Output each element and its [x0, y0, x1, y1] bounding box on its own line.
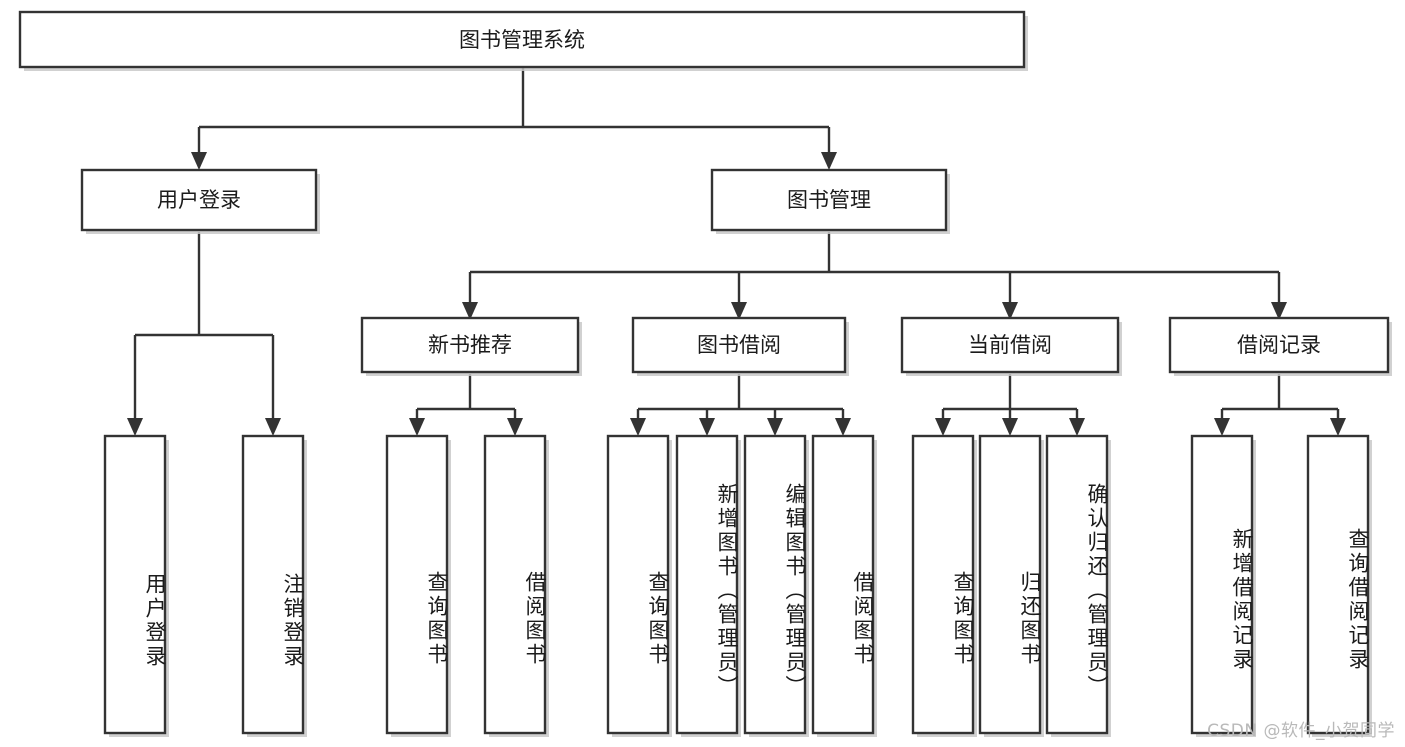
leaf-borrow-4-box[interactable] — [811, 434, 875, 735]
arrow-current-leaf-2 — [1002, 418, 1018, 436]
arrow-borrow-leaf-4 — [835, 418, 851, 436]
current-node-label: 当前借阅 — [968, 333, 1052, 357]
borrow-node-box[interactable] — [631, 316, 847, 374]
arrow-book-mgmt-to-borrow — [731, 302, 747, 320]
arrow-borrow-leaf-1 — [630, 418, 646, 436]
leaf-borrow-2-box[interactable] — [675, 434, 739, 735]
leaf-current-1-box[interactable] — [911, 434, 975, 735]
book-mgmt-node-box[interactable] — [710, 168, 948, 232]
csdn-watermark: CSDN @软件_小贺同学 — [1207, 721, 1395, 741]
arrow-borrow-leaf-3 — [767, 418, 783, 436]
arrow-root-to-book-mgmt — [821, 152, 837, 170]
node-group: 图书管理系统 用户登录 图书管理 新书推荐 图书借阅 当前借阅 借阅记录 — [18, 10, 1392, 737]
record-node-label: 借阅记录 — [1237, 333, 1321, 357]
arrow-book-mgmt-to-current — [1002, 302, 1018, 320]
root-node-box[interactable] — [18, 10, 1026, 69]
record-node-box[interactable] — [1168, 316, 1390, 374]
leaf-new-book-2-box[interactable] — [483, 434, 547, 735]
root-node-label: 图书管理系统 — [459, 28, 585, 52]
leaf-borrow-1-box[interactable] — [606, 434, 670, 735]
arrow-borrow-leaf-2 — [699, 418, 715, 436]
leaf-record-1-box[interactable] — [1190, 434, 1254, 735]
leaf-record-2-box[interactable] — [1306, 434, 1370, 735]
leaf-user-login-2-box[interactable] — [241, 434, 305, 735]
new-book-node-label: 新书推荐 — [428, 333, 512, 357]
leaf-current-3-box[interactable] — [1045, 434, 1109, 735]
leaf-current-2-box[interactable] — [978, 434, 1042, 735]
current-node-box[interactable] — [900, 316, 1120, 374]
arrow-record-leaf-1 — [1214, 418, 1230, 436]
arrow-book-mgmt-to-new-book — [462, 302, 478, 320]
user-login-node-label: 用户登录 — [157, 188, 241, 212]
user-login-node-box[interactable] — [80, 168, 318, 232]
arrow-current-leaf-3 — [1069, 418, 1085, 436]
arrow-root-to-user-login — [191, 152, 207, 170]
arrow-new-book-leaf-2 — [507, 418, 523, 436]
arrow-user-login-leaf-1 — [127, 418, 143, 436]
book-mgmt-node-label: 图书管理 — [787, 188, 871, 212]
leaf-user-login-1-box[interactable] — [103, 434, 167, 735]
borrow-node-label: 图书借阅 — [697, 333, 781, 357]
arrow-current-leaf-1 — [935, 418, 951, 436]
leaf-borrow-3-box[interactable] — [743, 434, 807, 735]
arrow-record-leaf-2 — [1330, 418, 1346, 436]
arrow-user-login-leaf-2 — [265, 418, 281, 436]
new-book-node-box[interactable] — [360, 316, 580, 374]
arrow-new-book-leaf-1 — [409, 418, 425, 436]
arrow-book-mgmt-to-record — [1271, 302, 1287, 320]
connector-group — [127, 67, 1346, 436]
leaf-new-book-1-box[interactable] — [385, 434, 449, 735]
